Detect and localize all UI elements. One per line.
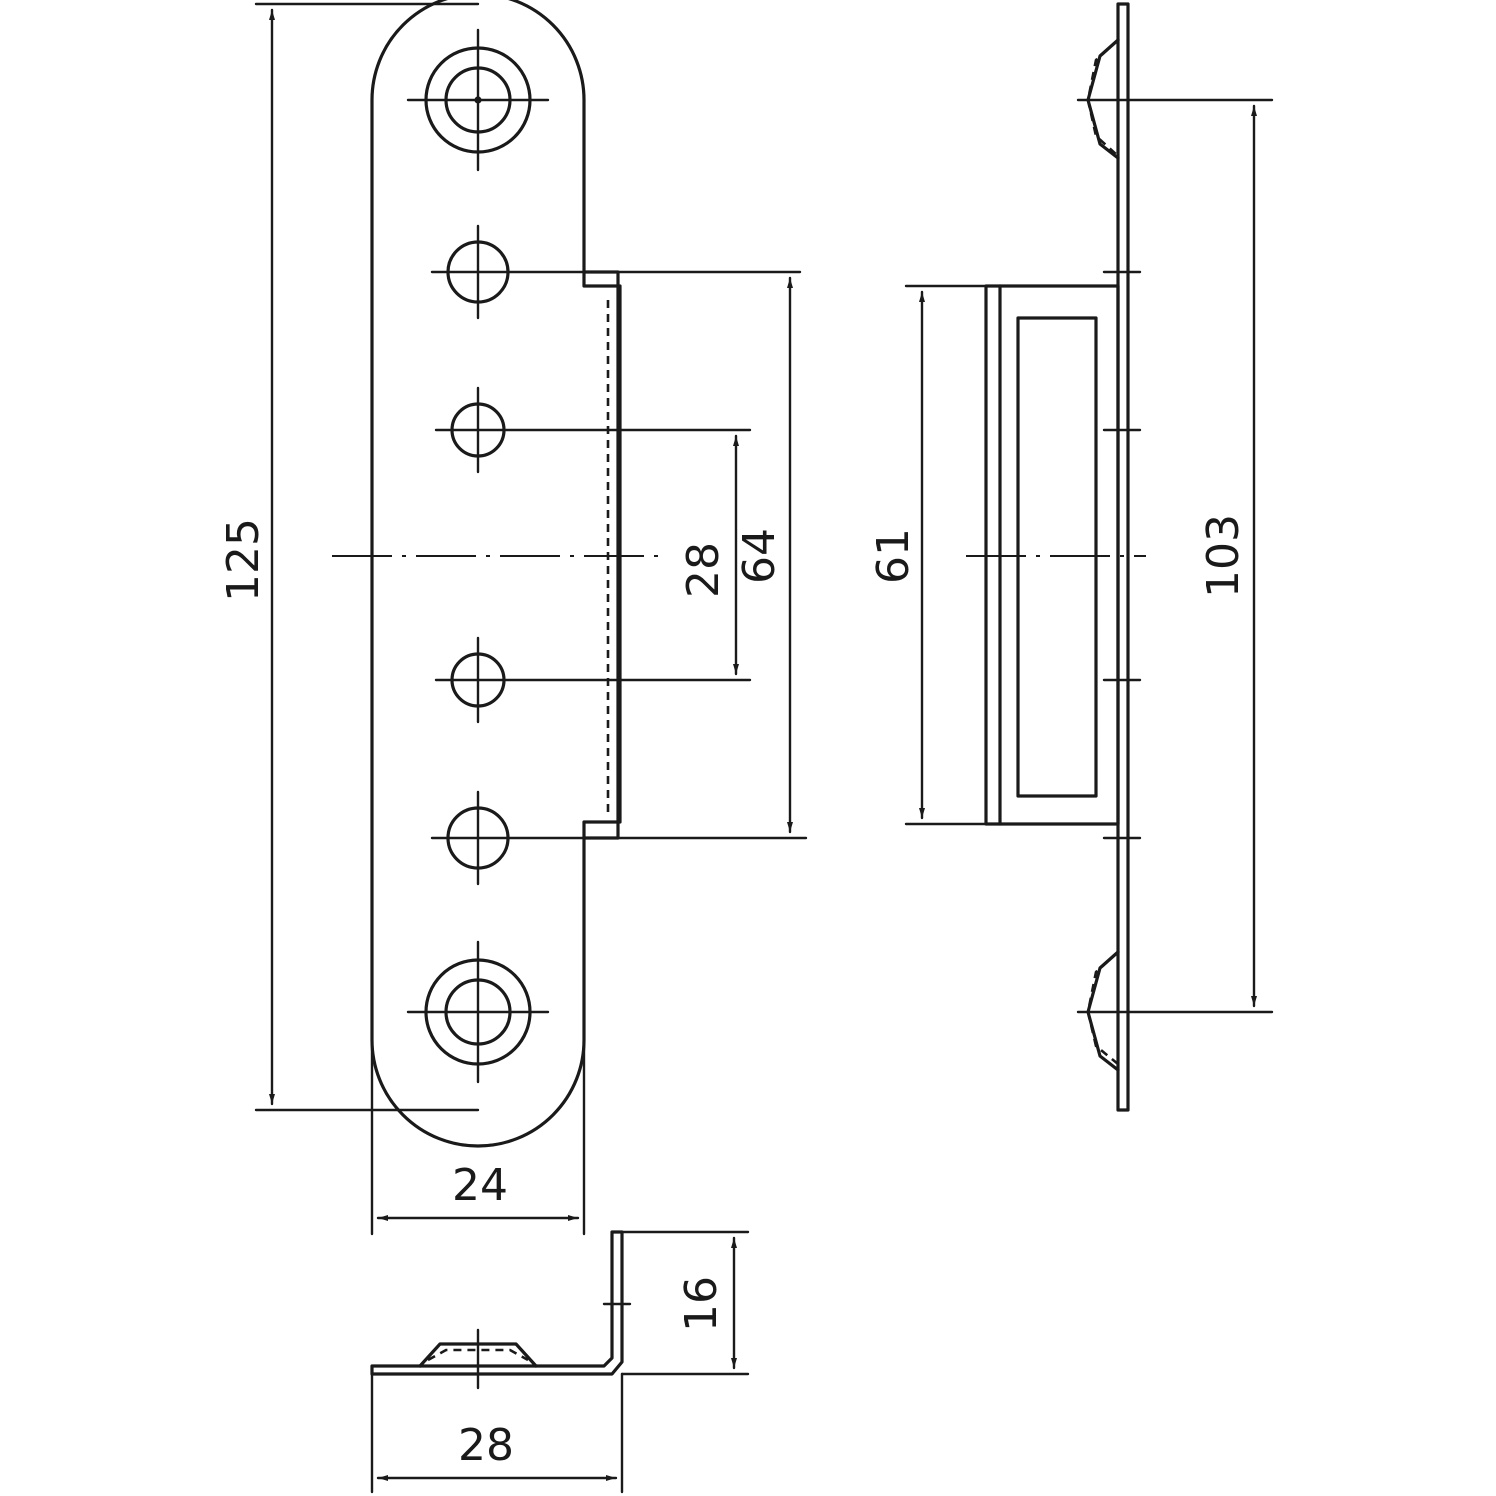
hole-2 [434,386,752,474]
bottom-view: 16 28 [370,1230,750,1494]
dim-box-height: 61 [868,290,925,820]
dim-label-28-depth: 28 [458,1420,514,1471]
dim-keeper-height: 64 [734,276,793,834]
bottom-profile [370,1230,624,1376]
countersunk-hole-bottom [406,940,550,1084]
countersunk-hole-top [406,28,550,172]
side-countersink-bottom [1086,951,1119,1066]
dim-label-16: 16 [676,1276,727,1332]
dim-hole-spacing: 28 [678,434,739,676]
dim-label-61: 61 [868,528,919,584]
dim-fixing-spacing: 103 [1198,104,1257,1008]
dim-depth: 28 [370,1372,624,1494]
dim-flange-height: 16 [620,1230,750,1376]
dim-width: 24 [370,1038,586,1236]
front-view: 125 24 28 64 [218,0,808,1236]
hole-4 [430,790,808,886]
dim-label-24: 24 [452,1160,508,1211]
keeper-step [582,270,622,840]
hole-3 [434,636,752,724]
dim-label-103: 103 [1198,514,1249,598]
side-countersink-top [1086,39,1119,157]
plate-outline [370,0,620,1148]
hole-1 [430,224,802,320]
dim-label-64: 64 [734,528,785,584]
dim-label-125: 125 [218,518,269,602]
dim-total-height: 125 [218,2,480,1112]
side-view: 61 103 [868,2,1274,1112]
dim-label-28-spacing: 28 [678,542,729,598]
